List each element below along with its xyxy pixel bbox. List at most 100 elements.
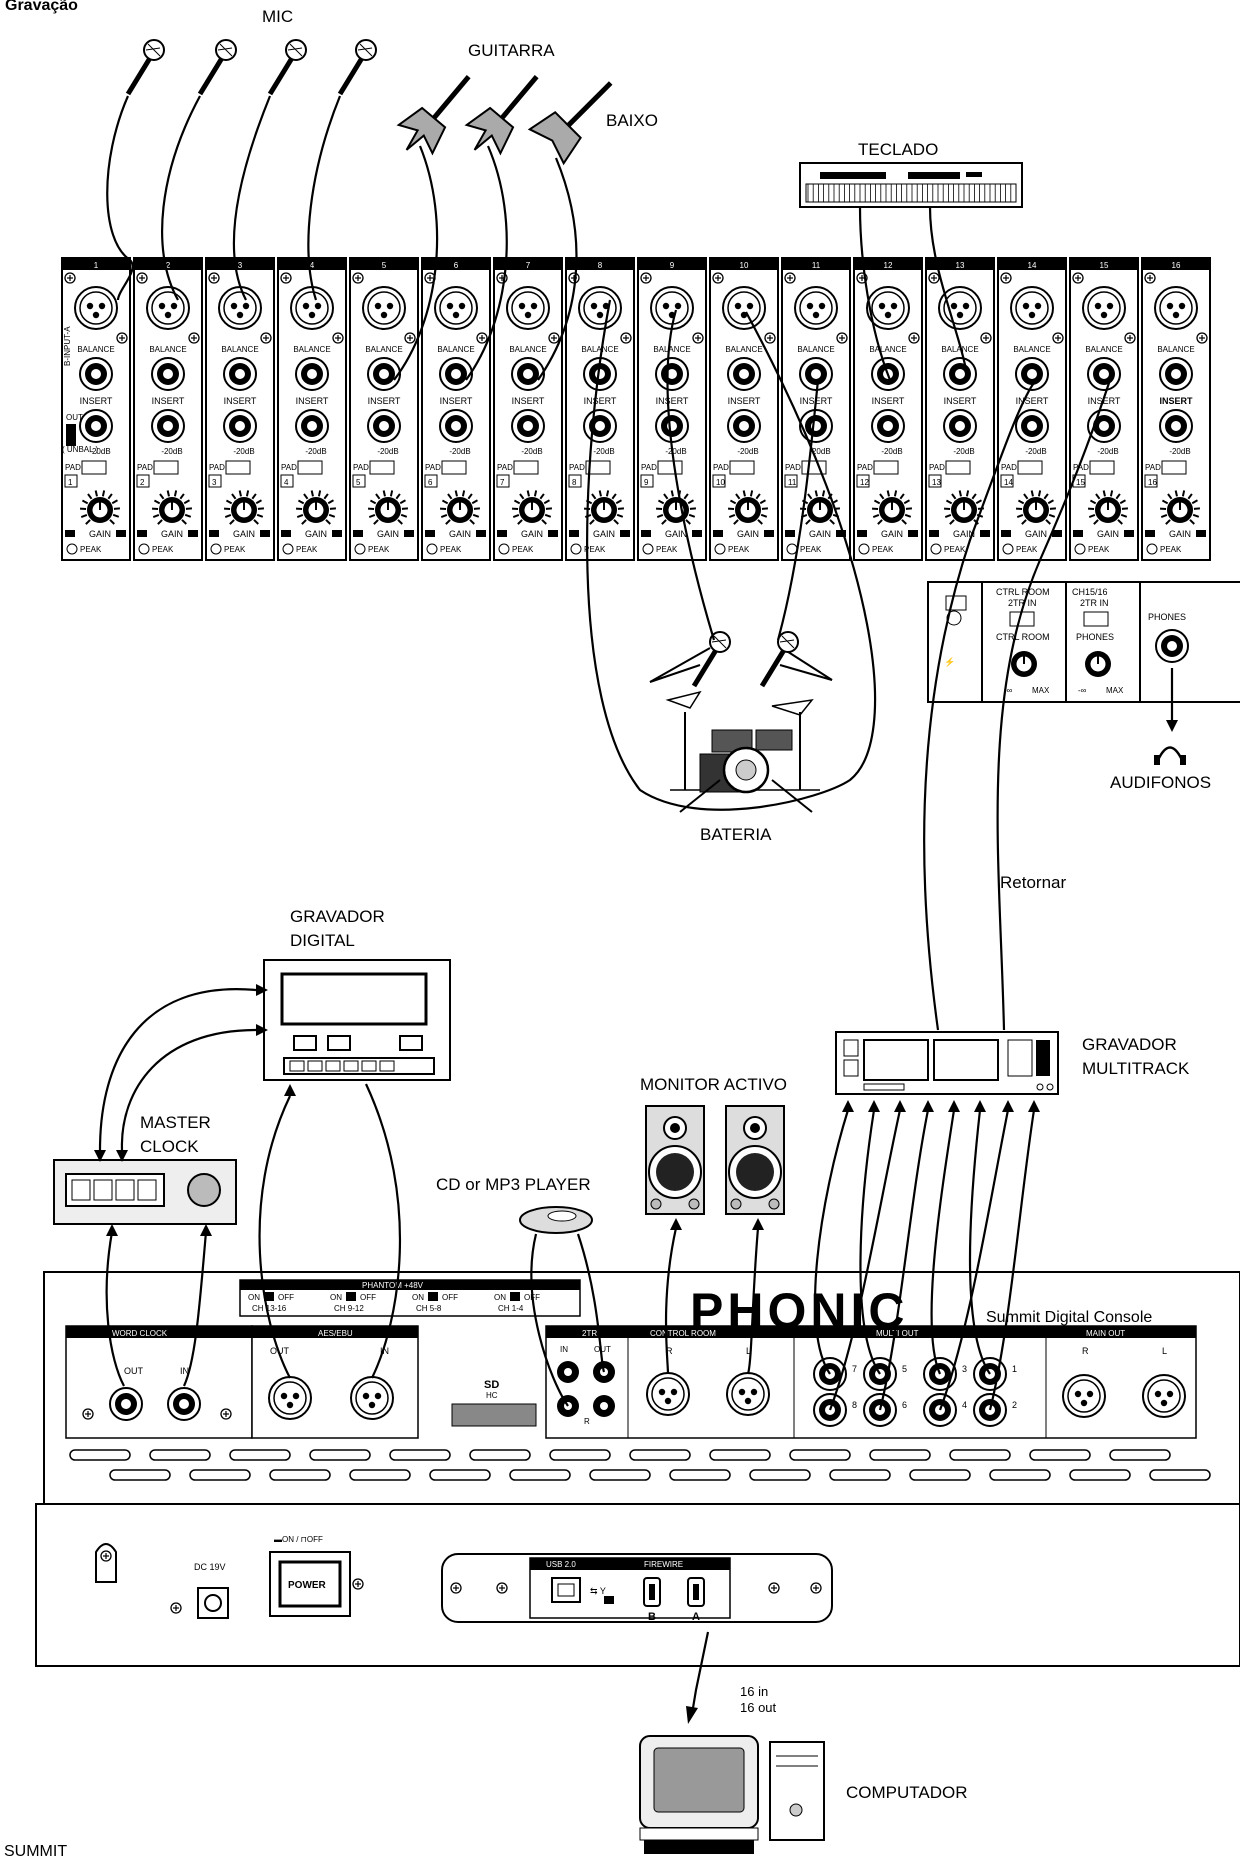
- pad-switch[interactable]: [1018, 461, 1042, 474]
- balance-jack[interactable]: [1088, 358, 1120, 390]
- phantom-off-label: OFF: [360, 1293, 376, 1302]
- pad-switch[interactable]: [658, 461, 682, 474]
- gain-knob[interactable]: [663, 497, 689, 523]
- pad-switch[interactable]: [802, 461, 826, 474]
- gain-knob[interactable]: [303, 497, 329, 523]
- insert-jack[interactable]: [224, 410, 256, 442]
- pad-switch[interactable]: [730, 461, 754, 474]
- insert-jack[interactable]: [872, 410, 904, 442]
- firewire-port-a[interactable]: [688, 1578, 704, 1606]
- phantom-switch[interactable]: [346, 1292, 356, 1301]
- phones-level-knob[interactable]: [1085, 651, 1111, 677]
- gain-knob[interactable]: [735, 497, 761, 523]
- insert-jack[interactable]: [728, 410, 760, 442]
- pad-switch[interactable]: [442, 461, 466, 474]
- pad-switch[interactable]: [946, 461, 970, 474]
- xlr-input-connector[interactable]: [795, 287, 837, 329]
- gain-knob[interactable]: [1023, 497, 1049, 523]
- balance-jack[interactable]: [656, 358, 688, 390]
- guitar-icon: [390, 62, 553, 164]
- main-out-r-connector[interactable]: [1063, 1375, 1105, 1417]
- insert-jack[interactable]: [656, 410, 688, 442]
- insert-jack[interactable]: [296, 410, 328, 442]
- phantom-switch[interactable]: [510, 1292, 520, 1301]
- aes-out-connector[interactable]: [269, 1377, 311, 1419]
- pad-switch[interactable]: [1090, 461, 1114, 474]
- balance-jack[interactable]: [152, 358, 184, 390]
- xlr-input-connector[interactable]: [1011, 287, 1053, 329]
- xlr-input-connector[interactable]: [1155, 287, 1197, 329]
- minus20-label: -20dB: [593, 447, 614, 456]
- pad-switch[interactable]: [514, 461, 538, 474]
- balance-jack[interactable]: [944, 358, 976, 390]
- insert-jack[interactable]: [1160, 410, 1192, 442]
- channel-number: 12: [884, 261, 893, 270]
- balance-jack[interactable]: [512, 358, 544, 390]
- pad-switch[interactable]: [370, 461, 394, 474]
- word-clock-in-jack[interactable]: [168, 1388, 200, 1420]
- xlr-input-connector[interactable]: [75, 287, 117, 329]
- balance-jack[interactable]: [728, 358, 760, 390]
- balance-jack[interactable]: [1160, 358, 1192, 390]
- xlr-input-connector[interactable]: [219, 287, 261, 329]
- pad-switch[interactable]: [874, 461, 898, 474]
- insert-jack[interactable]: [584, 410, 616, 442]
- xlr-input-connector[interactable]: [291, 287, 333, 329]
- dc-power-jack[interactable]: [198, 1588, 228, 1618]
- pad-switch[interactable]: [154, 461, 178, 474]
- insert-jack[interactable]: [440, 410, 472, 442]
- gain-knob[interactable]: [375, 497, 401, 523]
- pad-switch[interactable]: [226, 461, 250, 474]
- balance-jack[interactable]: [368, 358, 400, 390]
- insert-jack[interactable]: [1016, 410, 1048, 442]
- xlr-input-connector[interactable]: [723, 287, 765, 329]
- balance-jack[interactable]: [80, 358, 112, 390]
- balance-jack[interactable]: [440, 358, 472, 390]
- gain-knob[interactable]: [1167, 497, 1193, 523]
- balance-jack[interactable]: [296, 358, 328, 390]
- channel-box-number: 4: [284, 478, 289, 487]
- main-out-l-connector[interactable]: [1143, 1375, 1185, 1417]
- xlr-input-connector[interactable]: [507, 287, 549, 329]
- phantom-switch[interactable]: [428, 1292, 438, 1301]
- power-button[interactable]: POWER: [270, 1552, 350, 1616]
- pad-switch[interactable]: [82, 461, 106, 474]
- phones-jack[interactable]: [1156, 630, 1188, 662]
- insert-jack[interactable]: [1088, 410, 1120, 442]
- insert-jack[interactable]: [512, 410, 544, 442]
- word-clock-out-jack[interactable]: [110, 1388, 142, 1420]
- control-room-r-connector[interactable]: [647, 1373, 689, 1415]
- gain-knob[interactable]: [159, 497, 185, 523]
- xlr-input-connector[interactable]: [435, 287, 477, 329]
- xlr-input-connector[interactable]: [147, 287, 189, 329]
- control-room-l-connector[interactable]: [727, 1373, 769, 1415]
- aes-in-connector[interactable]: [351, 1377, 393, 1419]
- insert-jack[interactable]: [944, 410, 976, 442]
- gain-knob[interactable]: [591, 497, 617, 523]
- insert-jack[interactable]: [368, 410, 400, 442]
- ch1516-switch[interactable]: [1084, 612, 1108, 626]
- pad-switch[interactable]: [1162, 461, 1186, 474]
- channel-number: 6: [454, 261, 459, 270]
- gain-knob[interactable]: [1095, 497, 1121, 523]
- gain-knob[interactable]: [447, 497, 473, 523]
- xlr-input-connector[interactable]: [579, 287, 621, 329]
- ctrl-room-knob[interactable]: [1011, 651, 1037, 677]
- gain-knob[interactable]: [807, 497, 833, 523]
- gain-knob[interactable]: [87, 497, 113, 523]
- balance-jack[interactable]: [800, 358, 832, 390]
- gain-knob[interactable]: [879, 497, 905, 523]
- balance-jack[interactable]: [224, 358, 256, 390]
- channel-strip: 4BALANCEINSERT-20dBPAD4GAINPEAK: [278, 258, 346, 560]
- insert-jack[interactable]: [800, 410, 832, 442]
- firewire-port-b[interactable]: [644, 1578, 660, 1606]
- gain-knob[interactable]: [951, 497, 977, 523]
- pad-switch[interactable]: [298, 461, 322, 474]
- usb-port[interactable]: [552, 1578, 580, 1602]
- gain-knob[interactable]: [519, 497, 545, 523]
- gain-knob[interactable]: [231, 497, 257, 523]
- xlr-input-connector[interactable]: [363, 287, 405, 329]
- insert-jack[interactable]: [80, 410, 112, 442]
- xlr-input-connector[interactable]: [1083, 287, 1125, 329]
- insert-jack[interactable]: [152, 410, 184, 442]
